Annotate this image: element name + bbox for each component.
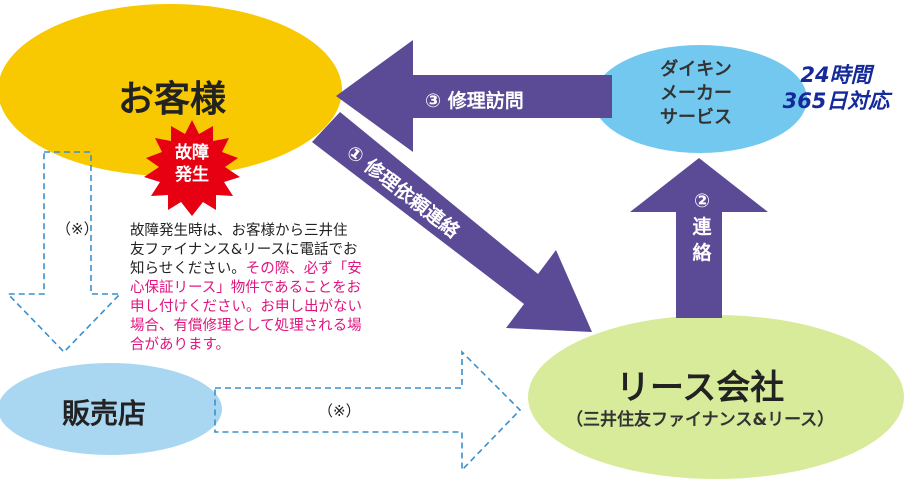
daikin-line: メーカー bbox=[660, 83, 732, 104]
customer-label: お客様 bbox=[118, 79, 227, 120]
lease-company-sublabel: （三井住友ファイナンス&リース） bbox=[566, 410, 835, 430]
step1-arrow bbox=[312, 112, 592, 332]
note-line-mixed: 知らせください。その際、必ず「安 bbox=[130, 260, 410, 279]
daikin-line: ダイキン bbox=[660, 59, 732, 80]
dashed-arrow-customer-to-dealer bbox=[6, 151, 122, 354]
customer-ellipse bbox=[0, 4, 342, 176]
step2-char: ② bbox=[693, 190, 711, 212]
step3-arrow bbox=[336, 40, 612, 152]
step3-label: ③ 修理訪問 bbox=[425, 90, 524, 112]
dealer-ellipse bbox=[0, 363, 222, 455]
daikin-ellipse bbox=[593, 45, 807, 153]
note-line-pink: 心保証リース」物件であることをお bbox=[130, 280, 362, 296]
service-hours-label: 24時間 365日対応 bbox=[772, 62, 900, 114]
step2-arrow bbox=[630, 158, 768, 318]
burst-line: 故障 bbox=[175, 143, 209, 163]
note-line-pink: 合があります。 bbox=[130, 337, 231, 353]
lease-company-ellipse bbox=[528, 315, 904, 479]
hours-line: 24時間 bbox=[800, 63, 872, 87]
step2-char: 連 bbox=[692, 216, 712, 238]
daikin-service-label: ダイキン メーカー サービス bbox=[648, 58, 744, 130]
hours-line: 365日対応 bbox=[782, 89, 890, 113]
note-line: 故障発生時は、お客様から三井住 bbox=[130, 223, 348, 239]
failure-burst-label: 故障 発生 bbox=[162, 142, 222, 186]
daikin-line: サービス bbox=[660, 107, 732, 128]
step2-label: ② 連 絡 bbox=[688, 188, 716, 266]
dashed-note-customer-to-dealer: （※） bbox=[56, 220, 99, 238]
dashed-arrow-dealer-to-lease bbox=[214, 350, 522, 472]
note-line-pink: 申し付けください。お申し出がない bbox=[130, 299, 362, 315]
note-segment-pink: その際、必ず「安 bbox=[245, 261, 362, 277]
note-segment-black: 知らせください。 bbox=[130, 261, 246, 277]
dashed-note-dealer-to-lease: （※） bbox=[318, 402, 361, 420]
note-line-pink: 場合、有償修理として処理される場 bbox=[130, 318, 362, 334]
note-line: 友ファイナンス&リースに電話でお bbox=[130, 242, 358, 258]
step2-char: 絡 bbox=[692, 242, 712, 264]
failure-burst bbox=[144, 120, 240, 216]
burst-line: 発生 bbox=[175, 165, 209, 185]
lease-company-label: リース会社 bbox=[616, 368, 785, 408]
dealer-label: 販売店 bbox=[62, 397, 147, 430]
failure-instructions-note: 故障発生時は、お客様から三井住 友ファイナンス&リースに電話でお 知らせください… bbox=[130, 222, 410, 355]
